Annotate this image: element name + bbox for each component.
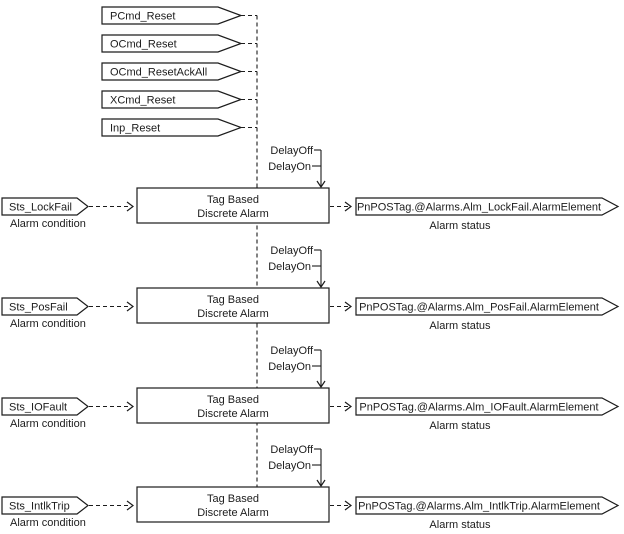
- block-label-line2: Discrete Alarm: [197, 507, 269, 519]
- alarm-row-posfail: DelayOff DelayOn Tag Based Discrete Alar…: [1, 245, 620, 332]
- tag-label: PCmd_Reset: [110, 11, 175, 23]
- down-arrowhead-icon: [316, 280, 326, 289]
- discrete-alarm-block: [136, 486, 330, 523]
- block-label-line2: Discrete Alarm: [197, 308, 269, 320]
- tag-shape: [101, 6, 243, 25]
- tag-shape: [101, 90, 243, 109]
- input-tag-label: Sts_PosFail: [9, 302, 68, 314]
- input-tag-label: Sts_LockFail: [9, 202, 72, 214]
- discrete-alarm-block: [136, 387, 330, 424]
- delay-on-label: DelayOn: [268, 161, 311, 173]
- discrete-alarm-block: [136, 287, 330, 324]
- block-label-line2: Discrete Alarm: [197, 408, 269, 420]
- tag-label: OCmd_Reset: [110, 39, 177, 51]
- alarm-condition-caption: Alarm condition: [10, 218, 86, 230]
- output-tag-shape: [355, 197, 620, 216]
- delay-off-label: DelayOff: [270, 345, 314, 357]
- reset-tag-xcmd: XCmd_Reset: [101, 90, 243, 109]
- reset-tag-ocmd: OCmd_Reset: [101, 34, 243, 53]
- alarm-status-caption: Alarm status: [429, 420, 491, 432]
- output-tag-label: PnPOSTag.@Alarms.Alm_IntlkTrip.AlarmElem…: [358, 501, 600, 513]
- output-tag-shape: [355, 297, 620, 316]
- delay-on-label: DelayOn: [268, 460, 311, 472]
- tag-label: XCmd_Reset: [110, 95, 175, 107]
- right-arrowhead-icon: [344, 301, 352, 312]
- reset-command-tags: PCmd_Reset OCmd_Reset OCmd_ResetAckAll X…: [101, 6, 243, 137]
- output-tag-label: PnPOSTag.@Alarms.Alm_PosFail.AlarmElemen…: [359, 302, 599, 314]
- tag-shape: [101, 62, 243, 81]
- tag-shape: [101, 118, 243, 137]
- right-arrowhead-icon: [344, 401, 352, 412]
- delay-on-label: DelayOn: [268, 261, 311, 273]
- alarm-status-caption: Alarm status: [429, 519, 491, 531]
- alarm-row-iofault: DelayOff DelayOn Tag Based Discrete Alar…: [1, 345, 620, 432]
- alarm-condition-caption: Alarm condition: [10, 517, 86, 529]
- block-label-line1: Tag Based: [207, 194, 259, 206]
- right-arrowhead-icon: [344, 201, 352, 212]
- alarm-row-intlktrip: DelayOff DelayOn Tag Based Discrete Alar…: [1, 444, 620, 531]
- input-tag-shape: [1, 197, 89, 216]
- tag-shape: [101, 34, 243, 53]
- reset-tag-pcmd: PCmd_Reset: [101, 6, 243, 25]
- discrete-alarm-block: [136, 187, 330, 224]
- delay-on-label: DelayOn: [268, 361, 311, 373]
- output-tag-shape: [355, 397, 620, 416]
- right-arrowhead-icon: [126, 401, 134, 412]
- alarm-condition-caption: Alarm condition: [10, 418, 86, 430]
- block-label-line1: Tag Based: [207, 493, 259, 505]
- reset-tag-ocmd-ackall: OCmd_ResetAckAll: [101, 62, 243, 81]
- input-tag-shape: [1, 297, 89, 316]
- delay-off-label: DelayOff: [270, 245, 314, 257]
- block-label-line1: Tag Based: [207, 394, 259, 406]
- block-label-line1: Tag Based: [207, 294, 259, 306]
- down-arrowhead-icon: [316, 180, 326, 189]
- right-arrowhead-icon: [126, 500, 134, 511]
- output-tag-label: PnPOSTag.@Alarms.Alm_IOFault.AlarmElemen…: [359, 402, 598, 414]
- input-tag-shape: [1, 397, 89, 416]
- alarm-status-caption: Alarm status: [429, 320, 491, 332]
- down-arrowhead-icon: [316, 380, 326, 389]
- delay-off-label: DelayOff: [270, 444, 314, 456]
- reset-tag-inp: Inp_Reset: [101, 118, 243, 137]
- alarm-status-caption: Alarm status: [429, 220, 491, 232]
- output-tag-shape: [355, 496, 620, 515]
- right-arrowhead-icon: [344, 500, 352, 511]
- tag-label: OCmd_ResetAckAll: [110, 67, 207, 79]
- input-tag-label: Sts_IntlkTrip: [9, 501, 70, 513]
- input-tag-label: Sts_IOFault: [9, 402, 67, 414]
- output-tag-label: PnPOSTag.@Alarms.Alm_LockFail.AlarmEleme…: [357, 202, 601, 214]
- right-arrowhead-icon: [126, 301, 134, 312]
- right-arrowhead-icon: [126, 201, 134, 212]
- block-label-line2: Discrete Alarm: [197, 208, 269, 220]
- tag-label: Inp_Reset: [110, 123, 160, 135]
- delay-off-label: DelayOff: [270, 145, 314, 157]
- input-tag-shape: [1, 496, 89, 515]
- alarm-condition-caption: Alarm condition: [10, 318, 86, 330]
- alarm-row-lockfail: DelayOff DelayOn Tag Based Discrete Alar…: [1, 145, 620, 232]
- down-arrowhead-icon: [316, 479, 326, 488]
